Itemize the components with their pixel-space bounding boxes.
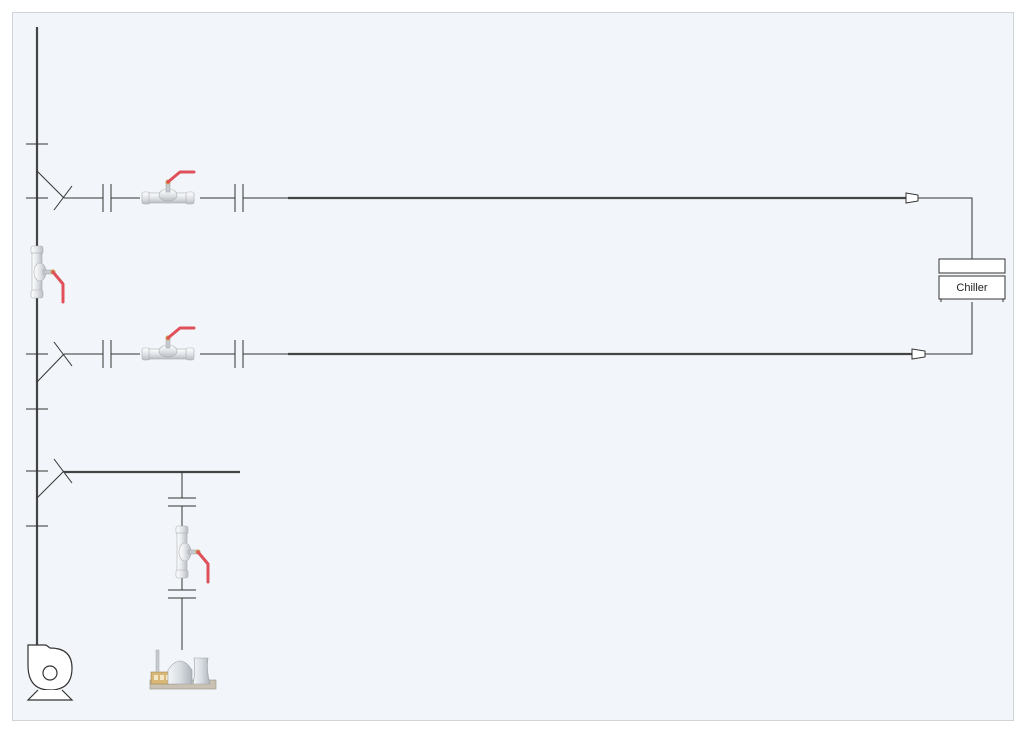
- centrifugal-pump-icon[interactable]: [26, 644, 74, 701]
- chiller-connection-lines: [918, 197, 973, 355]
- header-tick-marks: [26, 143, 48, 527]
- factory-plant-icon[interactable]: [149, 649, 217, 690]
- chiller-label: Chiller: [956, 282, 988, 294]
- diagram-frame: [12, 12, 1014, 721]
- supply-branch-lower: [64, 339, 912, 369]
- reducer-lower-icon: [911, 348, 926, 360]
- supply-branch-upper: [64, 183, 906, 213]
- plant-branch: [64, 470, 240, 650]
- branch-junction-lower: [36, 458, 73, 499]
- reducer-upper-icon: [905, 192, 919, 204]
- chiller-icon[interactable]: Chiller: [938, 258, 1006, 302]
- branch-junction-middle: [36, 341, 73, 383]
- branch-junction-upper: [36, 170, 73, 211]
